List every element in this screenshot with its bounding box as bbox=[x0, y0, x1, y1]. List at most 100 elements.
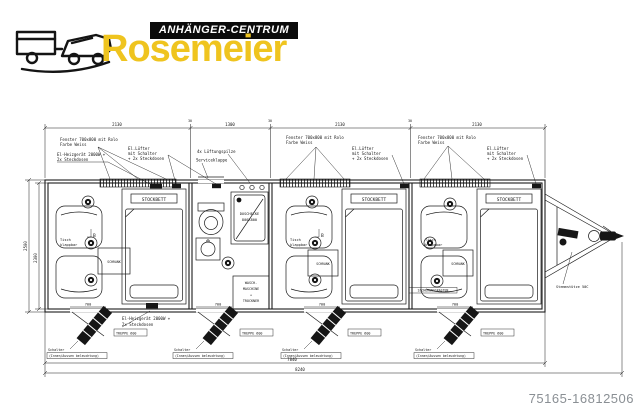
dim-top: 1300 bbox=[225, 122, 235, 127]
table-label: Tisch bbox=[425, 238, 436, 242]
window-note: Farbe Weiss bbox=[286, 140, 313, 145]
dim-width-outer: 2500 bbox=[23, 241, 28, 251]
banner-anhaenger-centrum: ANHÄNGER-CENTRUM bbox=[150, 22, 298, 39]
bunk-bed-label: STOCKBETT bbox=[497, 197, 522, 203]
wardrobe-label: SCHRANK bbox=[316, 262, 330, 266]
dim-door: 700 bbox=[215, 302, 222, 306]
dim-top: 30 bbox=[408, 119, 412, 123]
shower-label: DUSCHECKE bbox=[240, 212, 259, 216]
ceiling-lamp-icon bbox=[308, 236, 322, 250]
fan-note: + 2x Steckdosen bbox=[352, 156, 389, 161]
steps-label: TREPPE 600 bbox=[350, 331, 370, 335]
bunk-bed-label: STOCKBETT bbox=[142, 197, 167, 203]
table-label: klappbar bbox=[425, 243, 443, 247]
bunk-bed bbox=[121, 188, 187, 305]
bottom-annotations: El-Heizgerät 2000W + 2x Steckdosen Schal… bbox=[46, 310, 475, 359]
window-room1 bbox=[99, 178, 177, 188]
dim-door: 700 bbox=[85, 302, 92, 306]
room-4: STOCKBETT SCHRANK Tisch klappbar SICHERU… bbox=[408, 188, 542, 305]
ceiling-lamp-icon bbox=[221, 256, 235, 270]
heater-note: El-Heizgerät 2000W + bbox=[122, 316, 171, 321]
vents-note: 4x Lüftungspilze bbox=[197, 149, 236, 154]
fan-note: mit Schalter bbox=[352, 151, 381, 156]
shower-label: 800X800 bbox=[242, 218, 257, 222]
ceiling-lamp-icon bbox=[430, 274, 444, 288]
switch-note: Schalter bbox=[415, 348, 431, 352]
dim-top: 2130 bbox=[472, 122, 482, 127]
washbasin bbox=[195, 237, 221, 261]
table-label: Tisch bbox=[290, 238, 301, 242]
wardrobe-label: SCHRANK bbox=[451, 262, 465, 266]
bunk-bed bbox=[476, 188, 542, 305]
washer-label: TROCKNER bbox=[243, 299, 260, 303]
jockey-wheel bbox=[557, 227, 579, 246]
dim-door: 700 bbox=[319, 302, 326, 306]
wardrobe bbox=[97, 247, 131, 275]
steps-label: TREPPE 600 bbox=[116, 331, 136, 335]
wardrobe bbox=[442, 249, 474, 277]
table-label: klappbar bbox=[290, 243, 308, 247]
heater-note: 2x Steckdosen bbox=[122, 322, 154, 327]
shower: DUSCHECKE 800X800 bbox=[230, 191, 269, 245]
dim-length-inner: 7840 bbox=[287, 357, 297, 362]
bunk-bed-label: STOCKBETT bbox=[362, 197, 387, 203]
roof-vent-icon bbox=[249, 184, 255, 191]
dimension-lines: 2130 30 1300 30 2130 30 2130 2500 2300 7… bbox=[23, 119, 625, 377]
table-label: klappbar bbox=[60, 243, 78, 247]
steps-label: TREPPE 600 bbox=[483, 331, 503, 335]
trailer-body bbox=[44, 176, 546, 337]
washer-label: WASCH- bbox=[245, 281, 257, 285]
ceiling-lamp-icon bbox=[84, 273, 98, 287]
roof-vent-icon bbox=[239, 184, 245, 191]
fan-note: mit Schalter bbox=[487, 151, 516, 156]
window-room4 bbox=[419, 178, 491, 188]
window-room3 bbox=[279, 178, 351, 188]
wardrobe-label: SCHRANK bbox=[107, 260, 121, 264]
top-annotations: Fenster 700x800 mit Rolo Farbe Weiss El-… bbox=[57, 135, 537, 185]
drawbar: Stemmstütze 50C bbox=[544, 193, 624, 289]
seating-bench bbox=[420, 205, 468, 299]
dim-top: 30 bbox=[188, 119, 192, 123]
dim-top: 2130 bbox=[335, 122, 345, 127]
switch-note: (Innen/Aussen beleuchtung) bbox=[416, 354, 466, 358]
switch-note: Schalter bbox=[282, 348, 298, 352]
section-marker: B bbox=[93, 233, 96, 239]
table-label: Tisch bbox=[60, 238, 71, 242]
switch-note: (Innen/Aussen beleuchtung) bbox=[175, 354, 225, 358]
window-note: Fenster 700x800 mit Rolo bbox=[418, 135, 476, 140]
steps-label: TREPPE 600 bbox=[242, 331, 262, 335]
dim-door: 700 bbox=[452, 302, 459, 306]
fan-note: + 2x Steckdosen bbox=[128, 156, 165, 161]
switch-note: (Innen/Aussen beleuchtung) bbox=[283, 354, 333, 358]
brand-rosemeier: Rosemeier bbox=[101, 28, 287, 70]
room-3: STOCKBETT SCHRANK Tisch klappbar B bbox=[285, 188, 407, 305]
dim-length-total: 8240 bbox=[295, 367, 305, 372]
dim-top: 2130 bbox=[112, 122, 122, 127]
switch-note: Schalter bbox=[174, 348, 190, 352]
support-label: Stemmstütze 50C bbox=[556, 285, 588, 289]
heater-note: El-Heizgerät 2000W + bbox=[57, 152, 106, 157]
ceiling-lamp-icon bbox=[443, 197, 457, 211]
washer-label: + bbox=[250, 293, 252, 297]
entry-steps: TREPPE 600 TREPPE 600 TREPPE 600 TREPPE … bbox=[76, 305, 515, 346]
heater-note: 2x Steckdosen bbox=[57, 157, 89, 162]
washing-machine: WASCH- MASCHINE + TROCKNER bbox=[232, 275, 270, 310]
seating-bench bbox=[285, 205, 333, 299]
window-note: Farbe Weiss bbox=[418, 140, 445, 145]
wardrobe bbox=[307, 249, 339, 277]
switch-note: (Innen/Aussen beleuchtung) bbox=[49, 354, 99, 358]
fuse-box-label: SICHERUNGSKASTEN bbox=[418, 289, 449, 293]
window-note: Fenster 700x800 mit Rolo bbox=[286, 135, 344, 140]
fan-note: mit Schalter bbox=[128, 151, 157, 156]
switch-note: Schalter bbox=[48, 348, 64, 352]
roof-vent-icon bbox=[259, 184, 265, 191]
fan-note: El.Lüfter bbox=[352, 146, 374, 151]
room-2: DUSCHECKE 800X800 WASCH- MASCHINE + TROC… bbox=[195, 191, 270, 310]
service-flap-note: Serviceklappe bbox=[196, 158, 228, 163]
window-note: Fenster 700x800 mit Rolo bbox=[60, 137, 118, 142]
vehicle-icon bbox=[15, 30, 113, 73]
watermark-text: 75165-16812506 bbox=[528, 391, 634, 406]
room-1: STOCKBETT SCHRANK Tisch klappbar B bbox=[55, 188, 187, 305]
